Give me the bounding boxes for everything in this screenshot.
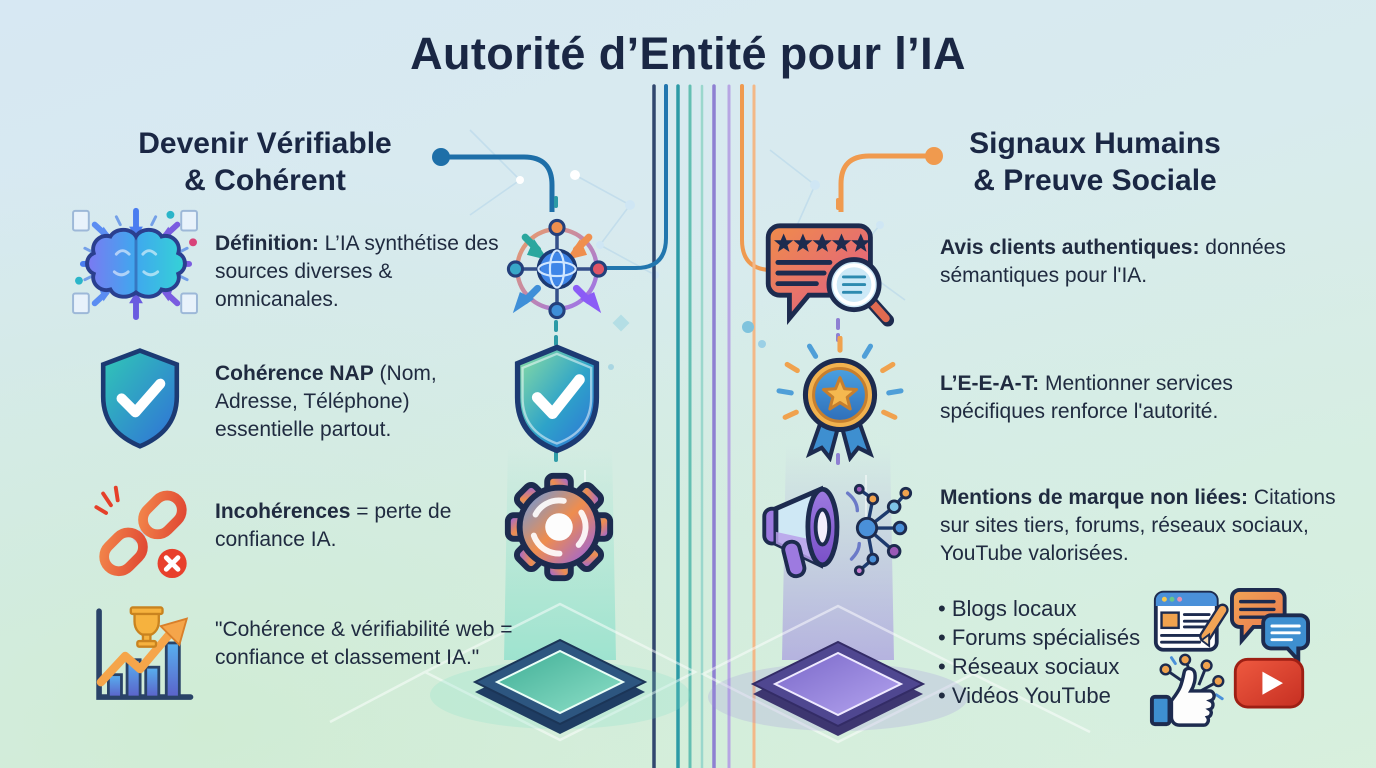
network-hub-globe-icon [504, 216, 610, 322]
right-item-3-text: Mentions de marque non liées: Citations … [940, 484, 1345, 568]
review-bubble-magnifier-icon [760, 220, 896, 328]
bullet-videos: Vidéos YouTube [938, 681, 1158, 710]
left-item-4-body: "Cohérence & vérifiabilité web = confian… [215, 618, 513, 669]
youtube-play-icon [1232, 654, 1306, 714]
right-pedestal [708, 640, 968, 736]
left-item-4-text: "Cohérence & vérifiabilité web = confian… [215, 616, 515, 672]
left-column-heading: Devenir Vérifiable & Cohérent [100, 126, 430, 199]
left-item-3-body: = perte de confiance IA. [215, 500, 452, 551]
left-item-3-text: Incohérences = perte de confiance IA. [215, 498, 510, 554]
right-item-2-body: Mentionner services spécifiques renforce… [940, 372, 1233, 423]
broken-link-icon [88, 478, 196, 580]
social-thumbs-up-icon [1148, 646, 1232, 730]
right-column-heading: Signaux Humains & Preuve Sociale [935, 126, 1255, 199]
bullet-reseaux: Réseaux sociaux [938, 652, 1158, 681]
blog-browser-pencil-icon [1152, 586, 1232, 664]
right-item-1-body: données sémantiques pour l'IA. [940, 236, 1286, 287]
growth-chart-trophy-icon [86, 600, 198, 712]
shield-check-center-icon [507, 342, 607, 454]
left-item-1-text: Définition: L’IA synthétise des sources … [215, 230, 510, 314]
right-item-2-lead: L’E-E-A-T: [940, 372, 1040, 395]
brain-inbound-arrows-icon [70, 203, 202, 321]
left-heading-connector [432, 148, 555, 212]
megaphone-network-icon [758, 466, 914, 592]
left-item-1-body: L’IA synthétise des sources diverses & o… [215, 232, 499, 311]
decor-dots [608, 314, 766, 370]
page-title: Autorité d’Entité pour l’IA [410, 28, 966, 79]
right-item-1-text: Avis clients authentiques: données séman… [940, 234, 1315, 290]
right-bullet-list: Blogs locaux Forums spécialisés Réseaux … [938, 594, 1158, 710]
left-item-2-text: Cohérence NAP (Nom, Adresse, Téléphone) … [215, 360, 510, 444]
right-heading-line1: Signaux Humains [969, 127, 1221, 160]
left-heading-line1: Devenir Vérifiable [138, 127, 392, 160]
bullet-forums: Forums spécialisés [938, 623, 1158, 652]
right-item-3-body: Citations sur sites tiers, forums, résea… [940, 486, 1336, 565]
left-item-2-body: (Nom, Adresse, Téléphone) essentielle pa… [215, 362, 437, 441]
bullet-blogs: Blogs locaux [938, 594, 1158, 623]
award-medal-star-icon [776, 336, 904, 462]
process-gear-icon [498, 466, 620, 588]
data-streams [605, 84, 802, 768]
right-item-2-text: L’E-E-A-T: Mentionner services spécifiqu… [940, 370, 1320, 426]
forum-chat-bubbles-icon [1228, 586, 1312, 666]
left-heading-line2: & Cohérent [184, 163, 346, 197]
left-item-1-lead: Définition: [215, 232, 319, 255]
shield-check-icon [94, 344, 186, 452]
right-item-1-lead: Avis clients authentiques: [940, 236, 1200, 259]
right-heading-connector [838, 147, 943, 212]
left-item-2-lead: Cohérence NAP [215, 362, 374, 385]
left-item-3-lead: Incohérences [215, 500, 351, 523]
right-item-3-lead: Mentions de marque non liées: [940, 486, 1249, 509]
left-pedestal [430, 638, 690, 734]
right-heading-line2: & Preuve Sociale [973, 163, 1217, 197]
